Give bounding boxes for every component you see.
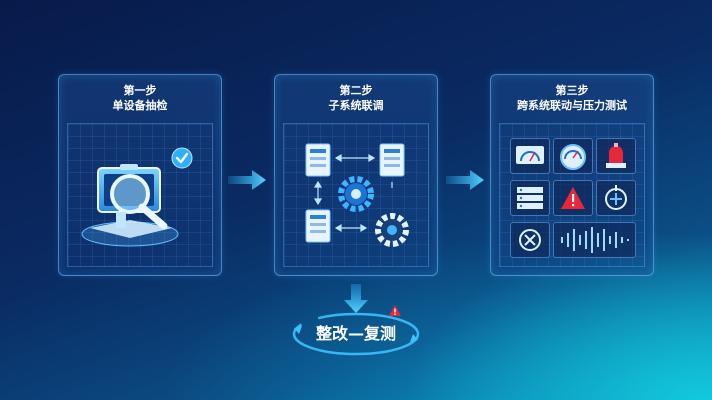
server-rack-icon — [510, 180, 550, 216]
warning-icon — [389, 305, 401, 316]
step-2-subtitle: 子系统联调 — [328, 99, 384, 112]
step-3-panel: 第三步 跨系统联动与压力测试 — [490, 74, 654, 276]
fault-icon — [510, 222, 550, 258]
arrow-right-icon — [446, 170, 484, 190]
arrow-down-icon — [344, 284, 368, 313]
warning-icon — [553, 180, 593, 216]
meter-icon — [510, 138, 550, 174]
step-1-panel: 第一步 单设备抽检 — [58, 74, 222, 276]
step-1-illustration — [67, 123, 213, 267]
step-1-subtitle: 单设备抽检 — [112, 99, 168, 112]
subsystem-diagram — [305, 143, 409, 247]
cycle-icon — [292, 312, 420, 356]
step-3-subtitle: 跨系统联动与压力测试 — [517, 99, 627, 112]
arrow-right-icon — [228, 170, 266, 190]
gear-icon — [375, 213, 409, 247]
step-1-title: 第一步 — [123, 84, 157, 97]
bidirectional-arrow-icon — [313, 153, 393, 233]
server-icon — [305, 143, 331, 177]
step-2-illustration — [283, 123, 429, 267]
waveform-icon — [553, 222, 636, 258]
monitor-magnifier-icon — [81, 164, 179, 247]
step-2-heading: 第二步 子系统联调 — [275, 83, 437, 113]
check-badge-icon — [171, 147, 193, 169]
server-icon — [379, 143, 405, 177]
gear-icon — [338, 176, 374, 212]
step-1-heading: 第一步 单设备抽检 — [59, 83, 221, 113]
step-2-title: 第二步 — [339, 84, 373, 97]
valve-icon — [596, 180, 636, 216]
step-2-panel: 第二步 子系统联调 — [274, 74, 438, 276]
server-icon — [305, 209, 331, 243]
step-3-heading: 第三步 跨系统联动与压力测试 — [491, 83, 653, 113]
loop-label: 整改—复测 — [315, 324, 396, 343]
alarm-light-icon — [596, 138, 636, 174]
step-3-title: 第三步 — [555, 84, 589, 97]
step-3-illustration — [499, 123, 645, 267]
gauge-icon — [553, 138, 593, 174]
